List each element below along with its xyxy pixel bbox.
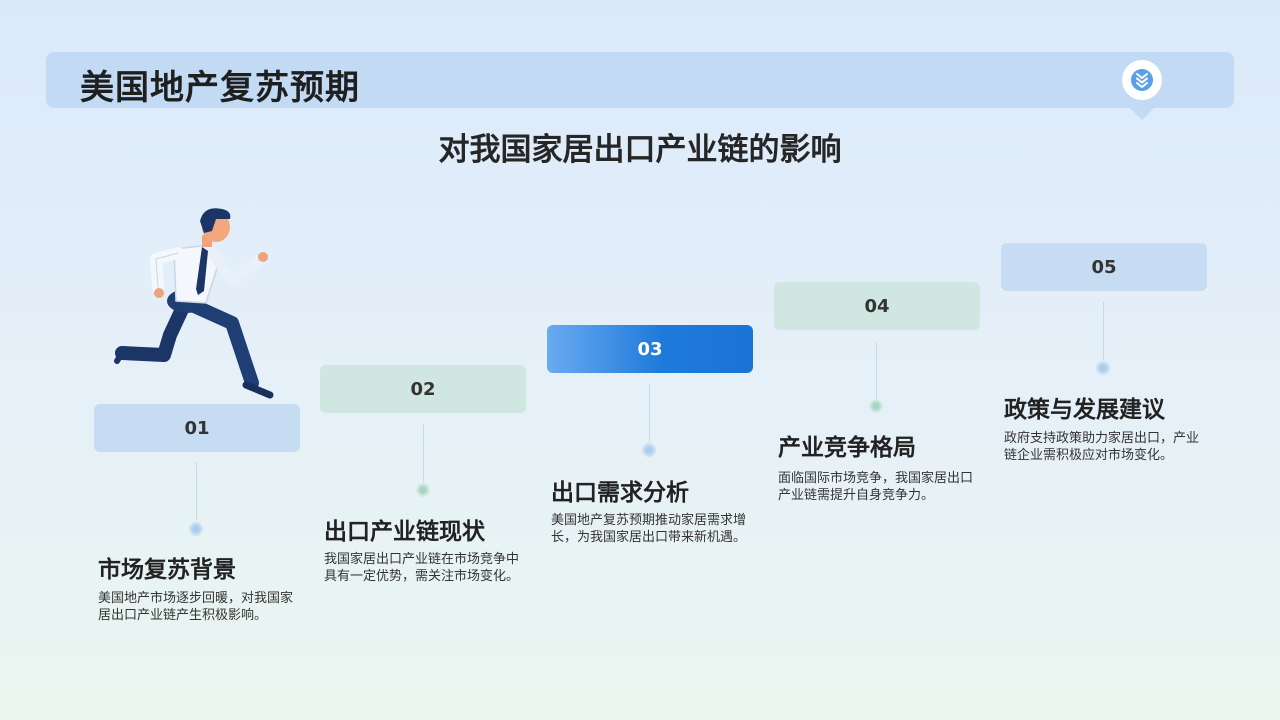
step-01-number: 01 xyxy=(184,417,210,439)
step-01-description: 美国地产市场逐步回暖，对我国家居出口产业链产生积极影响。 xyxy=(98,591,294,623)
step-02-dot xyxy=(416,483,430,497)
step-04-heading: 产业竞争格局 xyxy=(778,435,916,461)
step-01-connector xyxy=(196,462,197,520)
badge-pointer xyxy=(1130,108,1154,120)
step-02-connector xyxy=(423,424,424,482)
running-man-illustration xyxy=(112,205,282,404)
step-05-description: 政府支持政策助力家居出口，产业链企业需积极应对市场变化。 xyxy=(1004,431,1200,463)
step-01-heading: 市场复苏背景 xyxy=(98,557,236,583)
step-05-dot xyxy=(1096,361,1110,375)
step-03-box[interactable]: 03 xyxy=(547,325,753,373)
page-subtitle: 对我国家居出口产业链的影响 xyxy=(438,132,842,168)
step-04-description: 面临国际市场竞争，我国家居出口产业链需提升自身竞争力。 xyxy=(778,471,974,503)
step-03-description: 美国地产复苏预期推动家居需求增长，为我国家居出口带来新机遇。 xyxy=(551,513,747,545)
step-04-box[interactable]: 04 xyxy=(774,282,980,330)
step-04-dot xyxy=(869,399,883,413)
step-02-number: 02 xyxy=(410,378,436,400)
step-05-connector xyxy=(1103,302,1104,360)
step-03-connector xyxy=(649,384,650,442)
step-03-dot xyxy=(642,443,656,457)
step-02-description: 我国家居出口产业链在市场竞争中具有一定优势，需关注市场变化。 xyxy=(324,552,520,584)
step-04-number: 04 xyxy=(864,295,890,317)
step-03-number: 03 xyxy=(637,338,663,360)
step-03-heading: 出口需求分析 xyxy=(551,480,689,506)
step-05-number: 05 xyxy=(1091,256,1117,278)
step-02-heading: 出口产业链现状 xyxy=(324,519,485,545)
page-title: 美国地产复苏预期 xyxy=(80,68,360,108)
title-bar: 美国地产复苏预期 xyxy=(46,52,1234,120)
step-04-connector xyxy=(876,342,877,400)
step-05-box[interactable]: 05 xyxy=(1001,243,1207,291)
step-02-box[interactable]: 02 xyxy=(320,365,526,413)
double-chevron-down-icon[interactable] xyxy=(1122,60,1162,100)
step-01-dot xyxy=(189,522,203,536)
step-01-box[interactable]: 01 xyxy=(94,404,300,452)
step-05-heading: 政策与发展建议 xyxy=(1004,397,1165,423)
